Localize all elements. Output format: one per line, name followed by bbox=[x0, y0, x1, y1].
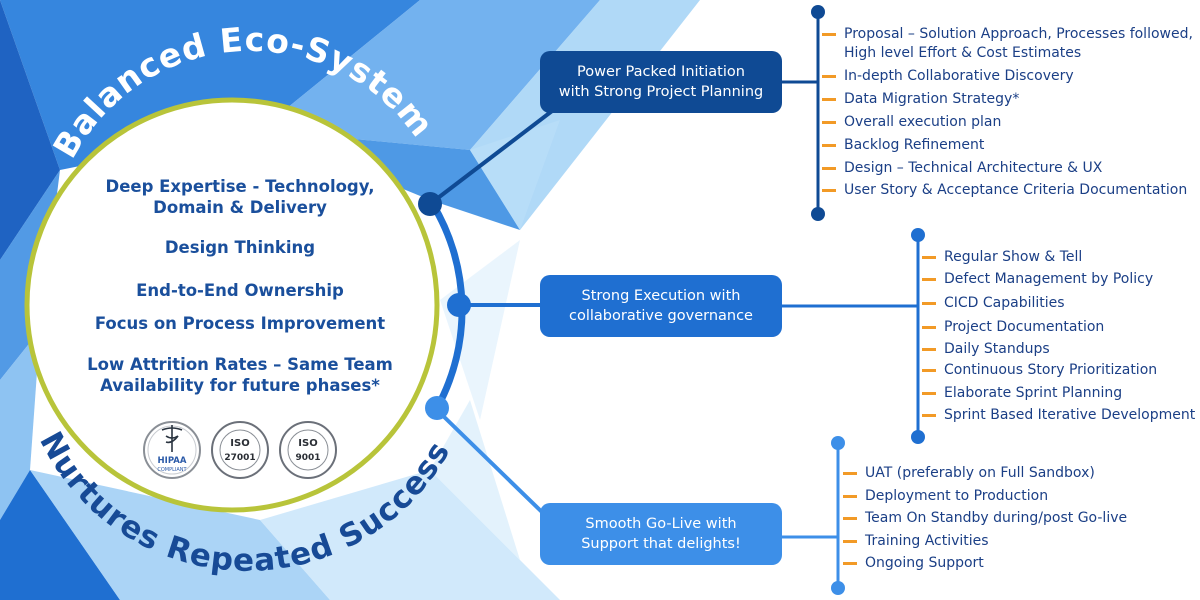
list-item: Data Migration Strategy* bbox=[822, 91, 1019, 108]
dash-marker bbox=[822, 121, 836, 124]
phase-title-line: collaborative governance bbox=[569, 308, 753, 324]
rail-dot bbox=[831, 436, 845, 450]
center-point: Deep Expertise - Technology, Domain & De… bbox=[60, 176, 420, 218]
list-item: Backlog Refinement bbox=[822, 137, 984, 154]
connector-golive bbox=[435, 408, 547, 517]
svg-text:HIPAA: HIPAA bbox=[158, 456, 187, 466]
list-item: Team On Standby during/post Go-live bbox=[843, 510, 1127, 527]
dash-marker bbox=[822, 98, 836, 101]
iso-27001-badge: ISO 27001 bbox=[211, 421, 269, 479]
dash-marker bbox=[822, 144, 836, 147]
dash-marker bbox=[922, 256, 936, 259]
node-golive bbox=[425, 396, 449, 420]
dash-marker bbox=[922, 414, 936, 417]
center-point-line: Domain & Delivery bbox=[153, 198, 327, 217]
list-item: Overall execution plan bbox=[822, 114, 1001, 131]
list-item: UAT (preferably on Full Sandbox) bbox=[843, 465, 1095, 482]
node-execution bbox=[447, 293, 471, 317]
center-point-line: Design Thinking bbox=[164, 238, 316, 257]
rail-dot bbox=[911, 430, 925, 444]
phase-title-line: Smooth Go-Live with bbox=[585, 516, 737, 532]
list-item: Design – Technical Architecture & UX bbox=[822, 160, 1102, 177]
svg-text:9001: 9001 bbox=[295, 453, 320, 463]
list-item: Training Activities bbox=[843, 533, 989, 550]
list-item: Continuous Story Prioritization bbox=[922, 362, 1157, 379]
phase-title-line: Support that delights! bbox=[581, 536, 741, 552]
dash-marker bbox=[922, 302, 936, 305]
center-point-line: End-to-End Ownership bbox=[136, 281, 344, 300]
dash-marker bbox=[843, 517, 857, 520]
dash-marker bbox=[843, 540, 857, 543]
list-item: High level Effort & Cost Estimates bbox=[844, 45, 1082, 61]
phase-execution-pill: Strong Execution with collaborative gove… bbox=[540, 275, 782, 337]
blue-shard-background bbox=[0, 0, 700, 600]
list-item: Daily Standups bbox=[922, 341, 1050, 358]
dash-marker bbox=[922, 278, 936, 281]
svg-text:COMPLIANT: COMPLIANT bbox=[157, 467, 187, 473]
connector-initiation bbox=[428, 106, 558, 206]
dash-marker bbox=[843, 472, 857, 475]
center-point: Design Thinking bbox=[60, 237, 420, 258]
node-initiation bbox=[418, 192, 442, 216]
list-item: Proposal – Solution Approach, Processes … bbox=[822, 26, 1193, 43]
dash-marker bbox=[843, 495, 857, 498]
center-point: Focus on Process Improvement bbox=[60, 313, 420, 334]
dash-marker bbox=[922, 369, 936, 372]
dash-marker bbox=[822, 189, 836, 192]
list-item: Deployment to Production bbox=[843, 488, 1048, 505]
phase-initiation-pill: Power Packed Initiation with Strong Proj… bbox=[540, 51, 782, 113]
svg-text:27001: 27001 bbox=[224, 453, 255, 463]
svg-text:ISO: ISO bbox=[298, 438, 317, 449]
phase-title-line: Strong Execution with bbox=[581, 288, 741, 304]
center-point-line: Availability for future phases* bbox=[100, 376, 380, 395]
hipaa-badge: HIPAA COMPLIANT bbox=[143, 421, 201, 479]
main-circle bbox=[24, 97, 440, 513]
dash-marker bbox=[922, 392, 936, 395]
phase-title-line: Power Packed Initiation bbox=[577, 64, 745, 80]
rail-dot bbox=[911, 228, 925, 242]
rail-dot bbox=[831, 581, 845, 595]
caduceus-icon bbox=[161, 425, 183, 452]
list-item: CICD Capabilities bbox=[922, 295, 1065, 312]
list-item: In-depth Collaborative Discovery bbox=[822, 68, 1074, 85]
dash-marker bbox=[922, 348, 936, 351]
svg-text:ISO: ISO bbox=[230, 438, 249, 449]
list-item: Elaborate Sprint Planning bbox=[922, 385, 1122, 402]
list-item: User Story & Acceptance Criteria Documen… bbox=[822, 182, 1187, 199]
list-item: Sprint Based Iterative Development bbox=[922, 407, 1195, 424]
list-item: Ongoing Support bbox=[843, 555, 984, 572]
center-point: Low Attrition Rates – Same Team Availabi… bbox=[60, 354, 420, 396]
dash-marker bbox=[822, 167, 836, 170]
center-point-line: Deep Expertise - Technology, bbox=[105, 177, 375, 196]
phase-golive-pill: Smooth Go-Live with Support that delight… bbox=[540, 503, 782, 565]
dash-marker bbox=[822, 33, 836, 36]
iso-9001-badge: ISO 9001 bbox=[279, 421, 337, 479]
center-point-line: Low Attrition Rates – Same Team bbox=[87, 355, 393, 374]
dash-marker bbox=[822, 75, 836, 78]
center-point: End-to-End Ownership bbox=[60, 280, 420, 301]
phase-title-line: with Strong Project Planning bbox=[558, 84, 764, 100]
list-item: Defect Management by Policy bbox=[922, 271, 1153, 288]
dash-marker bbox=[922, 326, 936, 329]
dash-marker bbox=[843, 562, 857, 565]
rail-dot bbox=[811, 5, 825, 19]
rail-dot bbox=[811, 207, 825, 221]
list-item: Regular Show & Tell bbox=[922, 249, 1082, 266]
center-point-line: Focus on Process Improvement bbox=[94, 314, 386, 333]
list-item: Project Documentation bbox=[922, 319, 1104, 336]
